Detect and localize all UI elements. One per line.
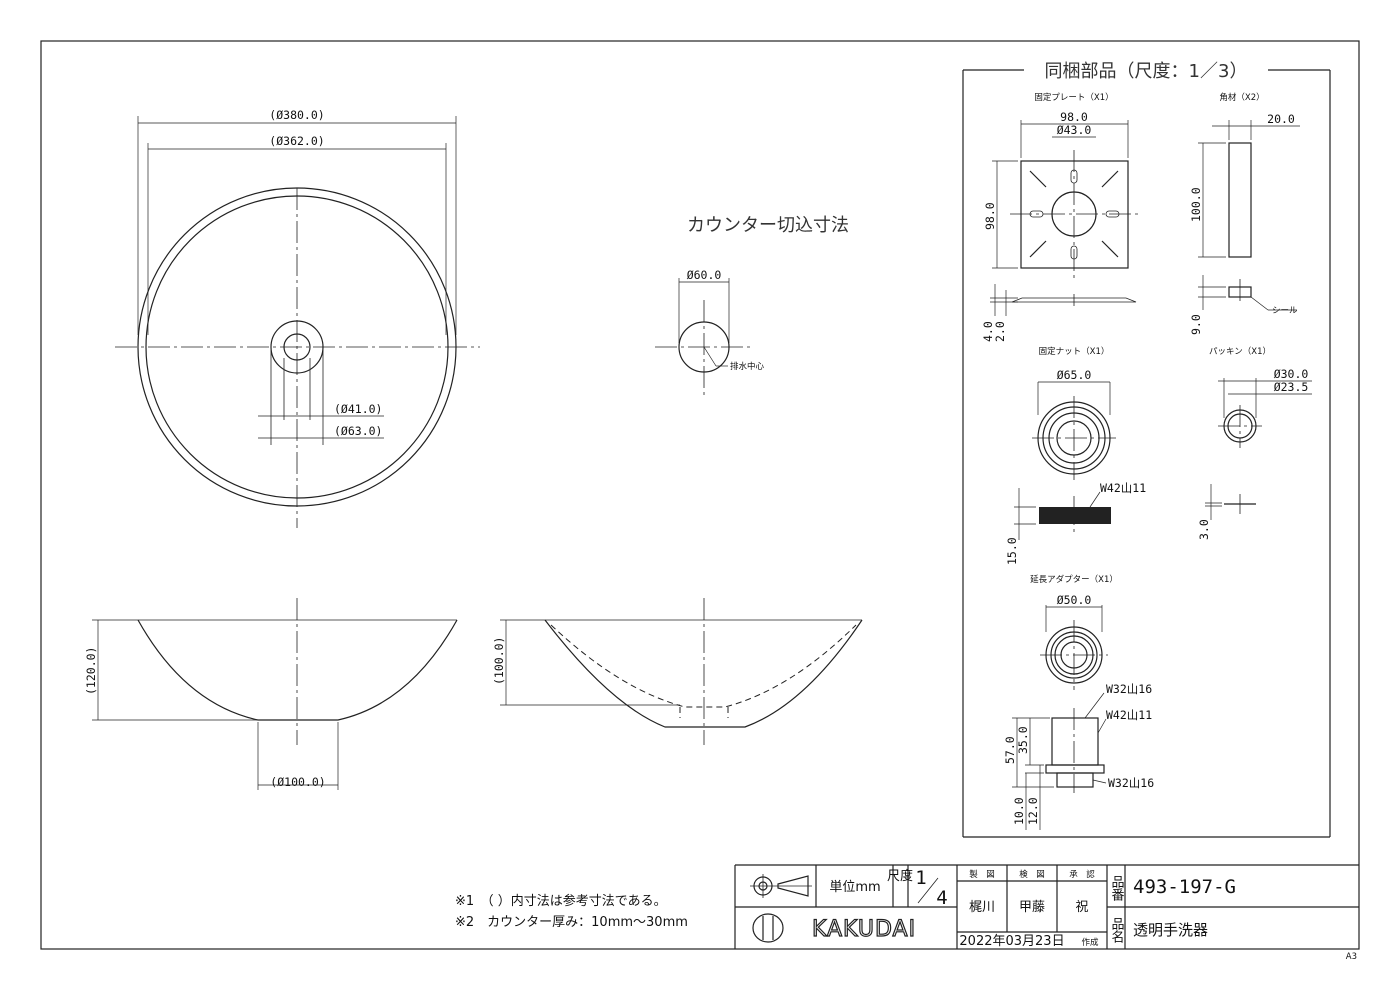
checked-label: 検 図 [1019,869,1045,880]
sheet-border [40,40,1360,950]
part-name-label: 品名 [1109,917,1125,943]
company-name: KAKUDAI [812,917,916,942]
approved-name: 祝 [1075,900,1088,915]
nut-diameter: Ø65.0 [1057,368,1092,382]
packing-d1: Ø30.0 [1274,367,1309,381]
dim-362: (Ø362.0) [269,134,324,148]
adapter-label: 延長アダプター（X1） [1030,574,1118,585]
top-view: (Ø380.0) (Ø362.0) (Ø41.0) (Ø63.0) [115,108,480,528]
created-label: 作成 [1081,937,1099,948]
seal-label: シール [1272,306,1298,316]
scale-num: 1 [915,867,926,889]
plate-height: 98.0 [983,202,997,230]
nut-height: 15.0 [1005,537,1019,565]
plate-thickness-2: 2.0 [993,321,1007,342]
side-view: (Ø100.0) (120.0) [84,598,458,790]
adapter-diameter: Ø50.0 [1057,593,1092,607]
dim-depth-100: (100.0) [492,637,506,685]
section-view: (100.0) [492,598,863,745]
dim-height-120: (120.0) [84,647,98,695]
kakudai-logo: KAKUDAI [752,913,916,943]
made-label: 製 図 [969,869,995,880]
adapter-h1: 57.0 [1003,736,1017,764]
part-no-label: 品番 [1109,875,1125,902]
sheet-size: A3 [1346,952,1357,962]
adapter-h4: 12.0 [1026,797,1040,825]
title-block: 単位mm 尺度 1 4 KAKUDAI 製 図 検 図 承 認 梶川 甲藤 祝 … [734,864,1359,949]
part-name: 透明手洗器 [1133,921,1208,939]
bar-thickness: 9.0 [1189,314,1203,335]
bar-height: 100.0 [1189,187,1203,222]
dim-63: (Ø63.0) [334,424,382,438]
nut-label: 固定ナット（X1） [1039,346,1110,357]
bar-width: 20.0 [1267,112,1295,126]
date: 2022年03月23日 [959,934,1064,949]
adapter-h2: 35.0 [1016,726,1030,754]
dim-60: Ø60.0 [687,268,722,282]
adapter-h3: 10.0 [1012,797,1026,825]
plate-width: 98.0 [1060,110,1088,124]
adapter-thread-2: W42山11 [1106,708,1152,722]
unit-label: 単位mm [829,879,880,895]
approved-label: 承 認 [1069,869,1095,880]
plate-thickness-1: 4.0 [981,321,995,342]
packing-d2: Ø23.5 [1274,380,1309,394]
scale-den: 4 [936,887,947,909]
dim-foot-100: (Ø100.0) [270,775,325,789]
adapter-thread-1: W32山16 [1106,682,1152,696]
dim-380: (Ø380.0) [269,108,324,122]
plate-label: 固定プレート（X1） [1034,92,1113,103]
counter-cut-title: カウンター切込寸法 [687,215,849,236]
note-2: ※2 カウンター厚み：10mm～30mm [455,915,688,930]
scale-label: 尺度 [887,868,913,884]
dim-41: (Ø41.0) [334,402,382,416]
packing-thickness: 3.0 [1197,519,1211,540]
drain-center-label: 排水中心 [730,361,765,372]
checked-name: 甲藤 [1019,900,1045,915]
bar-label: 角材（X2） [1219,92,1264,103]
parts-title: 同梱部品（尺度：1／3） [1045,61,1248,82]
packing-label: パッキン（X1） [1209,346,1271,357]
nut-thread: W42山11 [1100,481,1146,495]
made-name: 梶川 [969,900,995,915]
adapter-thread-3: W32山16 [1108,776,1154,790]
parts-box: 同梱部品（尺度：1／3） 固定プレート（X1） 98.0 Ø43.0 98.0 … [962,61,1331,838]
part-no: 493-197-G [1133,876,1236,898]
plate-hole: Ø43.0 [1057,123,1092,137]
counter-cut-view: カウンター切込寸法 Ø60.0 排水中心 [655,215,849,395]
projection-symbol-icon [750,874,812,898]
note-1: ※1 （ ）内寸法は参考寸法である。 [455,893,667,909]
